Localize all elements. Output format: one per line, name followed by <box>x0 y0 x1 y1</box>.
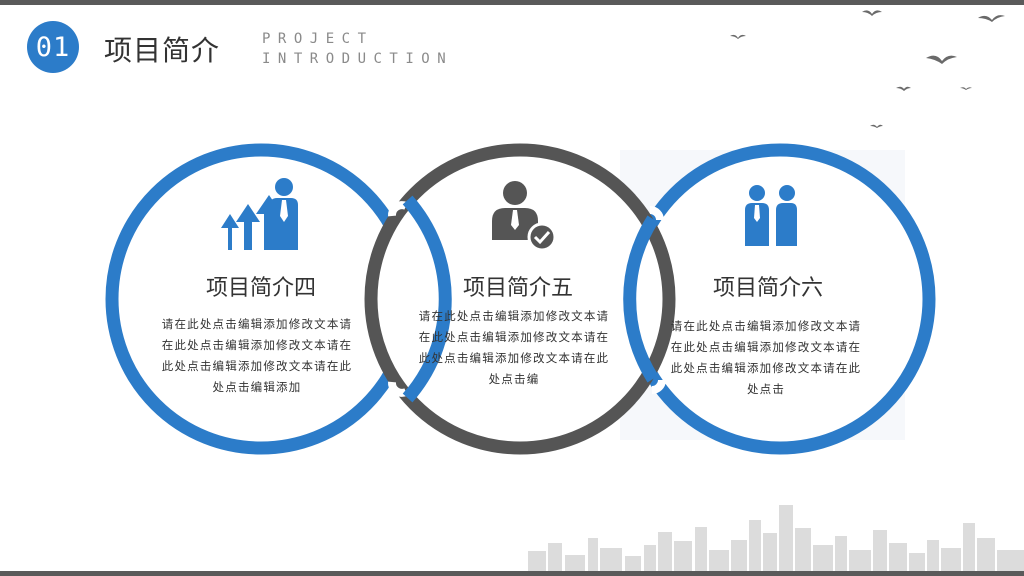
city-skyline <box>528 505 1024 571</box>
card-3-body: 请在此处点击编辑添加修改文本请在此处点击编辑添加修改文本请在此处点击编辑添加修改… <box>670 319 862 396</box>
card-1-title: 项目简介四 <box>205 276 316 301</box>
bottom-bar <box>0 571 1024 576</box>
card-3-title: 项目简介六 <box>712 276 823 301</box>
card-2-body: 请在此处点击编辑添加修改文本请在此处点击编辑添加修改文本请在此处点击编辑添加修改… <box>418 309 610 386</box>
approved-person-icon <box>492 181 557 252</box>
birds-decoration <box>730 10 1005 128</box>
card-1-body: 请在此处点击编辑添加修改文本请在此处点击编辑添加修改文本请在此处点击编辑添加修改… <box>161 317 353 394</box>
growth-person-icon <box>221 178 298 250</box>
card-2-title: 项目简介五 <box>462 276 573 301</box>
subtitle-line-2: INTRODUCTION <box>262 51 454 67</box>
card-circle-2 <box>364 143 676 455</box>
section-number-badge: 01 <box>27 21 79 73</box>
team-icon <box>745 185 797 246</box>
subtitle-line-1: PROJECT <box>262 31 374 47</box>
page-title: 项目简介 <box>104 34 221 67</box>
top-bar <box>0 0 1024 5</box>
